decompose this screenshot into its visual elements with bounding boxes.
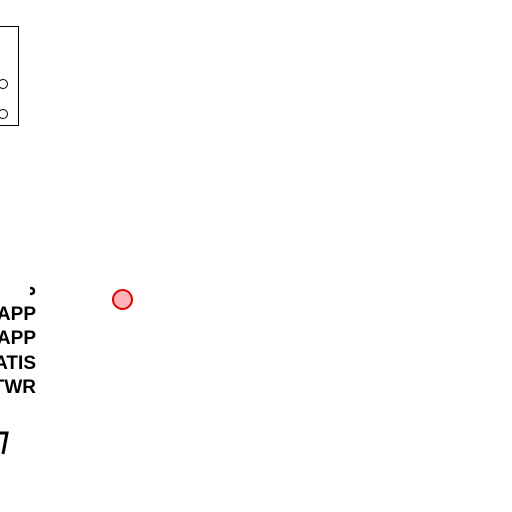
radio-option-icon[interactable] [0, 79, 8, 89]
label-twr: TWR [0, 377, 36, 398]
label-app-1: APP [0, 303, 36, 325]
partial-shape-icon [0, 431, 9, 455]
side-panel [0, 26, 19, 126]
circle-marker-icon[interactable] [112, 289, 133, 310]
radio-option-icon[interactable] [0, 109, 8, 119]
frequency-label-stack: APP APP ATIS TWR [0, 278, 36, 401]
clipped-glyph-icon [29, 286, 36, 296]
label-atis: ATIS [0, 352, 36, 374]
clipped-label [0, 278, 36, 303]
label-app-2: APP [0, 328, 36, 349]
